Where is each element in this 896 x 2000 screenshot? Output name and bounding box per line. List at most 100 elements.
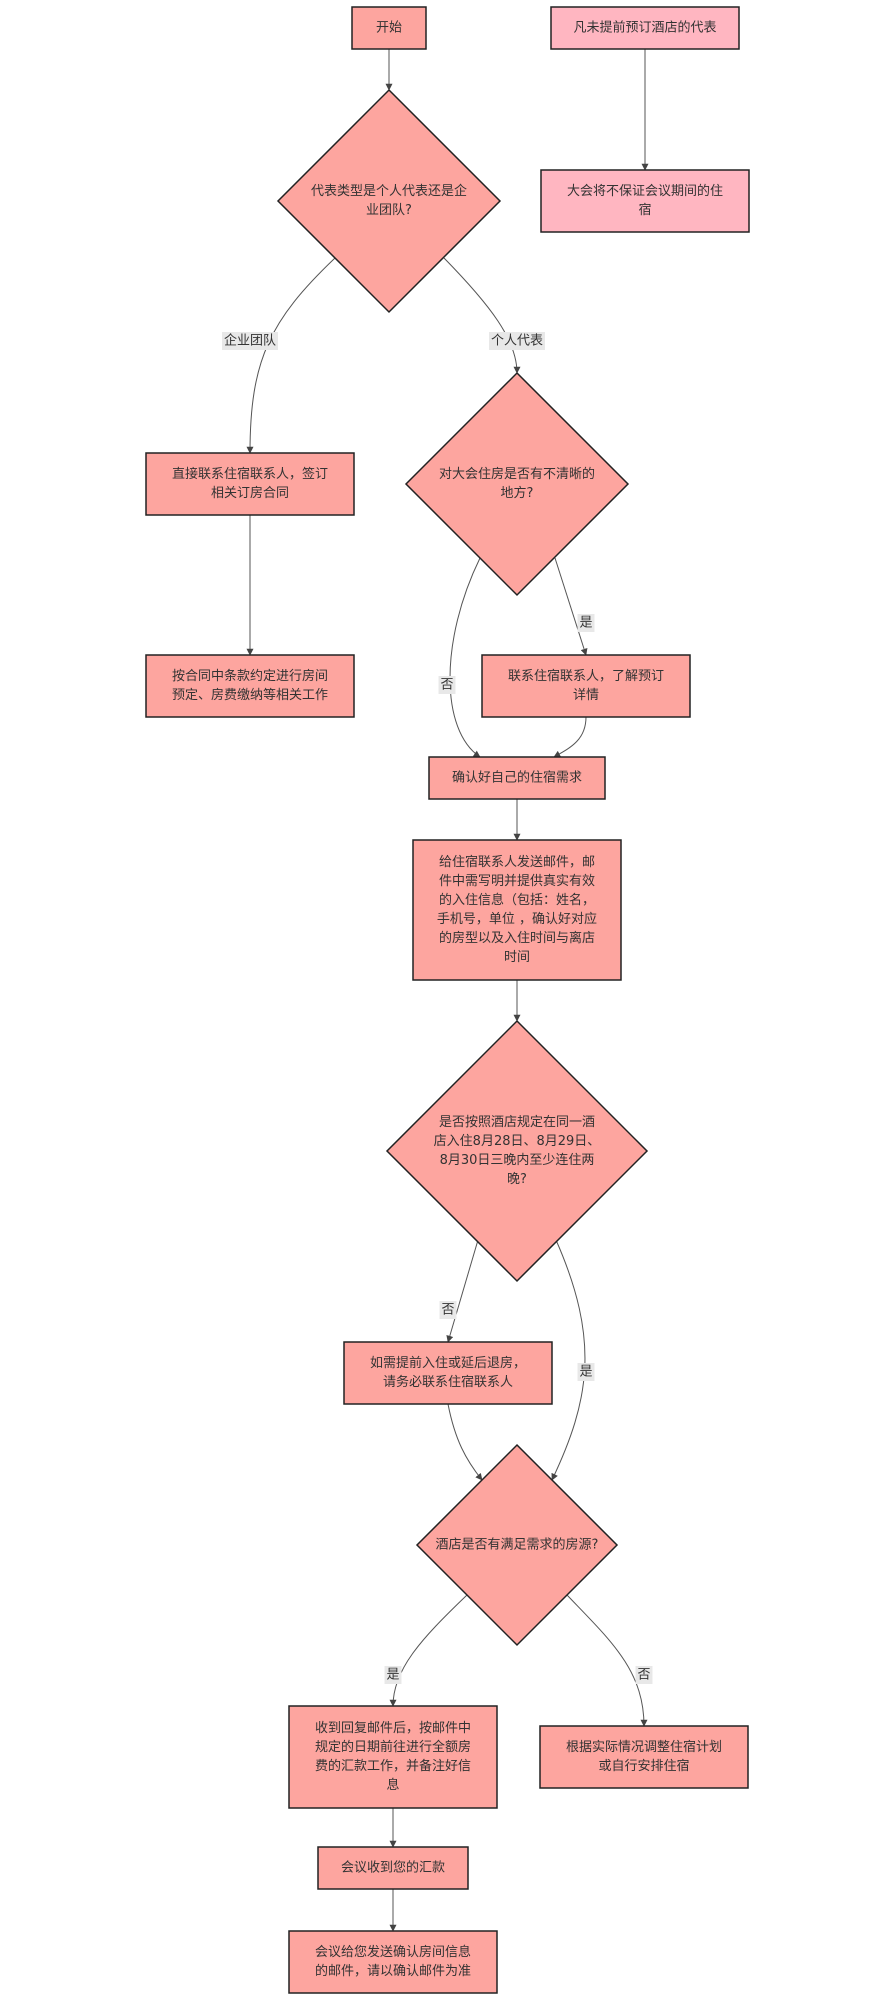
node-box bbox=[343, 1341, 553, 1405]
edge-unclear-yes bbox=[554, 557, 588, 656]
node-send-email: 给住宿联系人发送邮件，邮件中需写明并提供真实有效的入住信息（包括：姓名，手机号，… bbox=[412, 839, 622, 981]
node-text-line: 息 bbox=[386, 1777, 399, 1793]
node-text-line: 凡未提前预订酒店的代表 bbox=[573, 20, 716, 36]
edge-label-bg bbox=[635, 1666, 653, 1684]
node-text-line: 会议收到您的汇款 bbox=[341, 1860, 445, 1876]
edge-label-text: 是 bbox=[579, 1365, 592, 1380]
node-box bbox=[145, 654, 355, 718]
edge-rooms-no bbox=[566, 1594, 648, 1727]
node-box bbox=[145, 452, 355, 516]
node-text-line: 详情 bbox=[573, 688, 599, 703]
node-text-line: 店入住8月28日、8月29日、 bbox=[434, 1134, 601, 1149]
edge-label-bg bbox=[384, 1666, 402, 1684]
node-early-checkin: 如需提前入住或延后退房， 请务必联系住宿联系人 bbox=[343, 1341, 553, 1405]
node-text-line: 联系住宿联系人，了解预订 bbox=[508, 668, 664, 684]
node-text-line: 8月30日三晚内至少连住两 bbox=[440, 1152, 595, 1168]
node-text-line: 根据实际情况调整住宿计划 bbox=[566, 1739, 722, 1755]
edge-label-text: 否 bbox=[441, 1303, 454, 1318]
node-note-top: 凡未提前预订酒店的代表 bbox=[550, 6, 740, 50]
node-text-line: 如需提前入住或延后退房， bbox=[370, 1355, 526, 1371]
node-text-line: 宿 bbox=[638, 202, 651, 218]
edge-label-text: 否 bbox=[440, 678, 453, 693]
node-box bbox=[550, 6, 740, 50]
node-text-line: 按合同中条款约定进行房间 bbox=[172, 668, 328, 684]
edge-label-nights-no: 否 bbox=[439, 1301, 457, 1319]
node-text-line: 晚? bbox=[507, 1172, 527, 1187]
node-text-line: 收到回复邮件后，按邮件中 bbox=[315, 1721, 471, 1736]
node-text-line: 直接联系住宿联系人，签订 bbox=[172, 466, 328, 482]
node-text-line: 开始 bbox=[376, 21, 402, 36]
edge-label-bg bbox=[489, 332, 545, 350]
node-text-line: 件中需写明并提供真实有效 bbox=[439, 873, 595, 889]
node-text-line: 确认好自己的住宿需求 bbox=[452, 770, 582, 786]
node-text-line: 费的汇款工作，并备注好信 bbox=[315, 1758, 471, 1774]
node-decision-rooms: 酒店是否有满足需求的房源? bbox=[415, 1443, 619, 1647]
node-text-line: 酒店是否有满足需求的房源? bbox=[436, 1537, 599, 1553]
decision-diamond bbox=[415, 1443, 619, 1647]
node-box bbox=[288, 1930, 498, 1994]
node-box bbox=[288, 1705, 498, 1809]
node-text-line: 对大会住房是否有不清晰的 bbox=[439, 466, 595, 482]
edge-layer bbox=[246, 49, 649, 1932]
edge-label-text: 是 bbox=[386, 1668, 399, 1683]
edge-label-bg bbox=[438, 676, 456, 694]
edge-label-bg bbox=[577, 614, 595, 632]
node-box bbox=[428, 756, 606, 800]
node-box bbox=[539, 1725, 749, 1789]
node-box bbox=[351, 6, 427, 50]
node-text-line: 的入住信息（包括：姓名， bbox=[439, 892, 595, 908]
node-text-line: 的邮件，请以确认邮件为准 bbox=[315, 1963, 471, 1979]
node-text-line: 地方? bbox=[501, 485, 534, 501]
node-box bbox=[317, 1846, 469, 1890]
node-text-line: 规定的日期前往进行全额房 bbox=[315, 1739, 471, 1755]
edge-label-layer: 企业团队个人代表否是否是是否 bbox=[222, 332, 653, 1684]
edge-label-rooms-no: 否 bbox=[635, 1666, 653, 1684]
edge-early-to-rooms bbox=[447, 1403, 483, 1481]
node-text-line: 业团队? bbox=[366, 203, 412, 218]
node-text-line: 代表类型是个人代表还是企 bbox=[311, 183, 467, 199]
decision-diamond bbox=[385, 1019, 649, 1283]
edge-rooms-yes bbox=[389, 1594, 468, 1707]
edge-label-bg bbox=[222, 332, 278, 350]
edge-nights-yes bbox=[551, 1239, 586, 1481]
node-start: 开始 bbox=[351, 6, 427, 50]
node-text-line: 请务必联系住宿联系人 bbox=[383, 1374, 513, 1390]
node-text-line: 给住宿联系人发送邮件，邮 bbox=[439, 854, 595, 870]
edge-label-bg bbox=[439, 1301, 457, 1319]
node-text-line: 预定、房费缴纳等相关工作 bbox=[172, 687, 328, 703]
node-text-line: 大会将不保证会议期间的住 bbox=[567, 183, 723, 199]
node-text-line: 会议给您发送确认房间信息 bbox=[315, 1944, 471, 1960]
edge-type-to-personal bbox=[443, 257, 521, 374]
edge-label-unclear-no: 否 bbox=[438, 676, 456, 694]
edge-unclear-no bbox=[449, 557, 481, 758]
edge-nights-no bbox=[446, 1239, 479, 1343]
node-text-line: 时间 bbox=[504, 950, 530, 965]
node-text-line: 或自行安排住宿 bbox=[598, 1758, 689, 1774]
edge-label-personal: 个人代表 bbox=[489, 332, 545, 350]
edge-label-bg bbox=[577, 1363, 595, 1381]
edge-label-nights-yes: 是 bbox=[577, 1363, 595, 1381]
decision-diamond bbox=[404, 371, 630, 597]
node-box bbox=[412, 839, 622, 981]
node-text-line: 相关订房合同 bbox=[211, 485, 289, 501]
node-text-line: 的房型以及入住时间与离店 bbox=[439, 930, 595, 946]
edge-type-to-team bbox=[246, 257, 336, 454]
edge-label-text: 否 bbox=[637, 1668, 650, 1683]
edge-details-to-confirm bbox=[553, 716, 587, 758]
node-confirm-needs: 确认好自己的住宿需求 bbox=[428, 756, 606, 800]
edge-label-text: 个人代表 bbox=[491, 334, 543, 349]
node-text-line: 是否按照酒店规定在同一酒 bbox=[439, 1115, 595, 1130]
edge-label-unclear-yes: 是 bbox=[577, 614, 595, 632]
decision-diamond bbox=[276, 88, 502, 314]
edge-label-rooms-yes: 是 bbox=[384, 1666, 402, 1684]
